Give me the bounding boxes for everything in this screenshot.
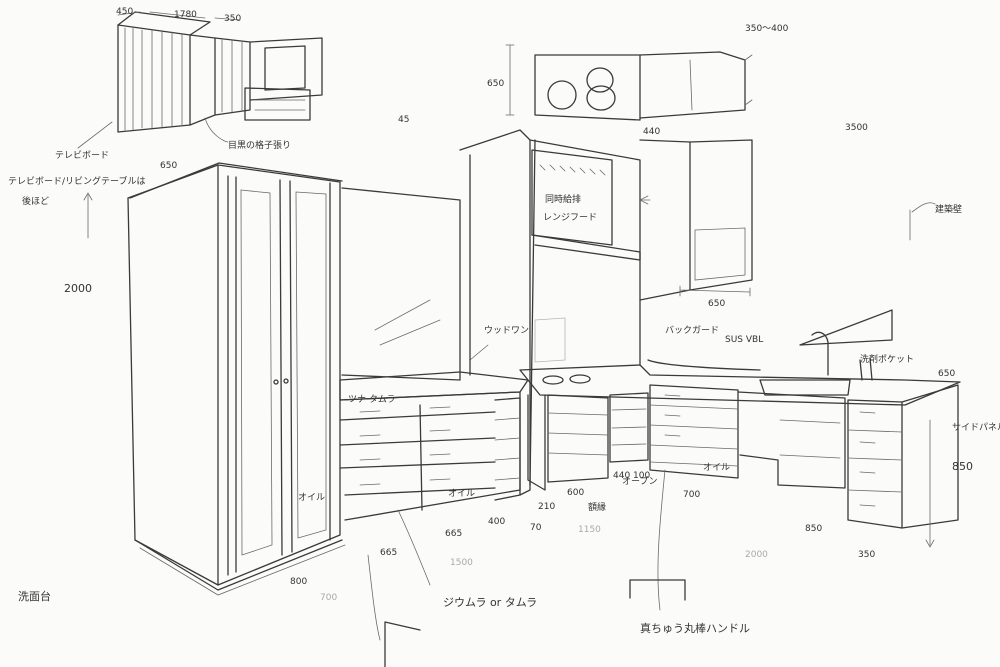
dim-440: 440 (643, 127, 660, 137)
handle-leader (657, 469, 666, 611)
dim-70: 70 (530, 523, 542, 533)
dim-650-tall: 650 (160, 161, 177, 171)
label-sus: SUS VBL (725, 335, 763, 345)
label-tv-board: テレビボード (55, 150, 109, 161)
dim-350-right: 350 (858, 550, 875, 560)
dim-2000-floor: 2000 (745, 550, 768, 560)
dim-850-h: 850 (952, 460, 973, 473)
dim-850-w: 850 (805, 524, 822, 534)
dim-650-side: 650 (938, 369, 955, 379)
label-doors-note: ジウムラ or タムラ (443, 596, 537, 609)
dim-210: 210 (538, 502, 555, 512)
dim-800: 800 (290, 577, 307, 587)
tall-cabinet (127, 162, 346, 596)
counter-left (339, 187, 529, 521)
label-oil-2: オイル (448, 488, 475, 499)
wood-leader (469, 344, 489, 361)
height-arrow (83, 192, 93, 239)
dim-1500: 1500 (450, 558, 473, 568)
dim-440-100: 440 100 (613, 471, 650, 481)
label-wood: ウッドワン (484, 325, 529, 336)
dim-700-floor: 700 (320, 593, 337, 603)
label-gakubuchi: 額縁 (588, 501, 606, 513)
label-tsuri-tamura: ツナ タムラ (348, 394, 395, 405)
inset-sketch (117, 11, 323, 133)
dim-450: 450 (116, 7, 133, 17)
label-tv-note-1: テレビボード/リビングテーブルは (8, 175, 146, 187)
bottom-stub (384, 621, 421, 667)
label-senzai: 洗剤ポケット (860, 353, 914, 365)
mokume-leader (204, 117, 229, 143)
dim-665-a: 665 (445, 529, 462, 539)
lower-cabinets (527, 384, 959, 529)
dim-2000: 2000 (64, 282, 92, 295)
dim-1780: 1780 (174, 10, 197, 20)
dim-650-hood: 650 (487, 79, 504, 89)
dim-1150: 1150 (578, 525, 601, 535)
label-handle-note: 真ちゅう丸棒ハンドル (640, 621, 750, 635)
dim-600: 600 (567, 488, 584, 498)
floor-leader (367, 554, 381, 641)
handle-drawing (629, 579, 686, 601)
label-mokume: 目黒の格子張り (228, 139, 291, 151)
right-wall (639, 139, 753, 301)
label-oil-1: オイル (298, 492, 325, 503)
dim-45: 45 (398, 115, 409, 125)
doors-leader (397, 509, 431, 586)
label-hood-2: レンジフード (543, 213, 597, 223)
dim-650-hood-w: 650 (708, 299, 725, 309)
label-kenchiku: 建築壁 (935, 203, 962, 215)
label-senmendai: 洗面台 (18, 589, 51, 603)
label-oven: オーブン (622, 475, 657, 487)
label-oil-3: オイル (703, 462, 730, 473)
label-backguard: バックガード (665, 325, 719, 336)
oven-column (459, 129, 641, 496)
dim-665-b: 665 (380, 548, 397, 558)
dim-700: 700 (683, 490, 700, 500)
height-850-arrow (925, 419, 935, 548)
label-tv-note-2: 後ほど (22, 195, 49, 207)
kitchen-counter (519, 309, 961, 406)
dim-3500: 3500 (845, 123, 868, 133)
dim-350-top: 350 (224, 14, 241, 24)
upper-box (505, 44, 753, 121)
tv-board-leader (77, 121, 113, 149)
dim-400: 400 (488, 517, 505, 527)
label-side-panel: サイドパネル (952, 422, 1000, 433)
kenchiku-leader (909, 202, 936, 241)
dim-350-400: 350〜400 (745, 24, 789, 34)
label-hood: 同時給排 (545, 193, 581, 205)
